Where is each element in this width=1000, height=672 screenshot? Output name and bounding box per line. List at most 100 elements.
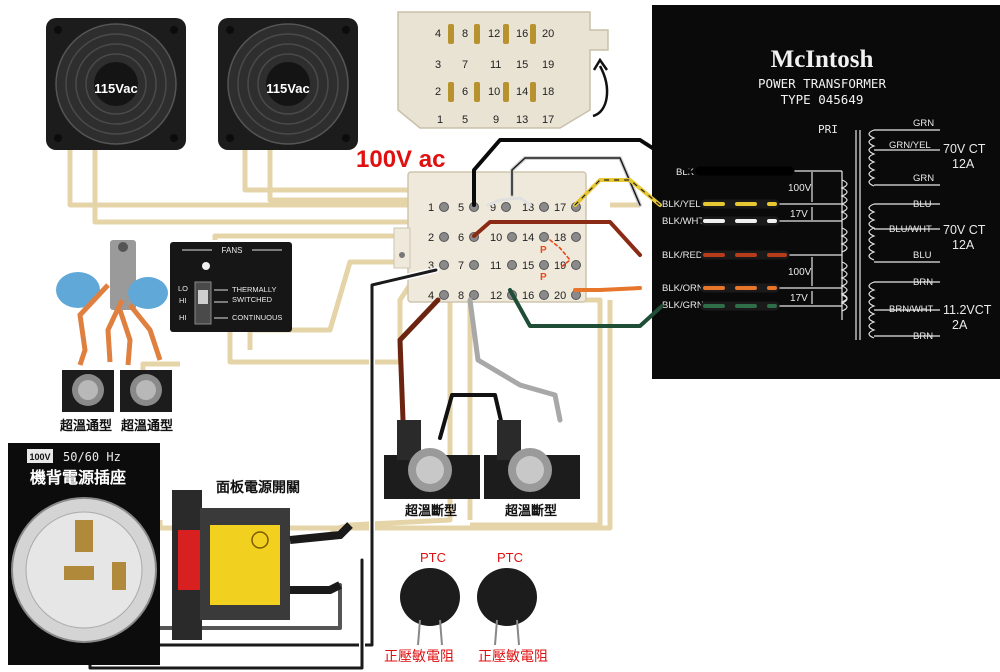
- terminal-pin: [507, 260, 517, 270]
- ptc-left: PTC 正壓敏電阻: [384, 550, 460, 664]
- output-voltage: 11.2VCT: [943, 303, 992, 317]
- terminal-pin: [507, 232, 517, 242]
- terminal-pin: [539, 232, 549, 242]
- terminal-pin-label: 11: [490, 260, 501, 272]
- fan-left: 115Vac: [46, 18, 186, 150]
- tap-label: 17V: [790, 293, 808, 304]
- terminal-pin: [539, 260, 549, 270]
- power-inlet: 100V 50/60 Hz 機背電源插座: [8, 443, 160, 665]
- tap-label: 100V: [788, 267, 812, 278]
- sec-wire-label: GRN: [913, 118, 934, 129]
- terminal-pin-label: 4: [428, 290, 434, 302]
- thermal-reset-right: [120, 370, 172, 412]
- primary-wire-label: BLK/RED: [662, 250, 703, 261]
- output-voltage: 70V CT: [943, 142, 986, 156]
- terminal-pin-label: 1: [428, 202, 434, 214]
- terminal-pin-label: 18: [554, 232, 566, 244]
- inlet-frequency: 50/60 Hz: [63, 450, 121, 464]
- svg-text:15: 15: [516, 59, 528, 71]
- terminal-pin-label: 7: [458, 260, 464, 272]
- ptc-title: PTC: [497, 550, 523, 565]
- switched-label: SWITCHED: [232, 295, 273, 304]
- panel-power-switch[interactable]: [172, 490, 353, 640]
- terminal-pin-label: 12: [490, 290, 502, 302]
- fan-hi-label: HI: [179, 296, 187, 305]
- sec-wire-label: BLU: [913, 199, 932, 210]
- inlet-pin: [64, 566, 94, 580]
- fan-mode-switch-lever[interactable]: [198, 290, 208, 304]
- terminal-pin: [571, 260, 581, 270]
- sec-wire-label: BLU: [913, 250, 932, 261]
- sec-wire-label: GRN: [913, 173, 934, 184]
- ptc-title: PTC: [420, 550, 446, 565]
- sec-wire-label: BRN: [913, 331, 933, 342]
- svg-text:3: 3: [435, 59, 441, 71]
- sec-wire-label: BRN/WHT: [889, 304, 934, 315]
- fan-label: 115Vac: [266, 81, 309, 96]
- terminal-pin-label: 6: [458, 232, 464, 244]
- svg-text:17: 17: [542, 114, 554, 126]
- primary-wire-sleeves: [695, 166, 795, 311]
- inlet-pin: [112, 562, 126, 590]
- terminal-pin-label: 16: [522, 290, 534, 302]
- svg-text:7: 7: [462, 59, 468, 71]
- terminal-pin-label: 8: [458, 290, 464, 302]
- terminal-pin-label: 17: [554, 202, 566, 214]
- terminal-pin-label: 19: [554, 260, 566, 272]
- jumper-mark: P: [540, 245, 547, 256]
- thermal-cutoff-right: [484, 420, 580, 499]
- terminal-pin-label: 20: [554, 290, 566, 302]
- primary-wire-label: BLK/GRN: [662, 300, 704, 311]
- terminal-pin: [439, 260, 449, 270]
- primary-wire-label: BLK/YEL: [662, 199, 701, 210]
- thermal-cutoff-label: 超溫斷型: [505, 503, 557, 518]
- thermal-cutoff-label: 超溫斷型: [405, 503, 457, 518]
- thermal-cutoff-left: [384, 420, 480, 499]
- transformer-panel: McIntosh POWER TRANSFORMER TYPE 045649 P…: [652, 5, 1000, 379]
- output-voltage: 70V CT: [943, 223, 986, 237]
- svg-text:8: 8: [462, 28, 468, 40]
- svg-text:14: 14: [516, 86, 528, 98]
- primary-wire-label: BLK/WHT: [662, 216, 704, 227]
- jumper-mark: P: [540, 272, 547, 283]
- primary-wire-label: BLK: [676, 167, 695, 178]
- fan-switch-title: FANS: [222, 246, 243, 255]
- svg-text:12: 12: [488, 28, 500, 40]
- transformer-title: POWER TRANSFORMER: [758, 76, 886, 91]
- ptc-label: 正壓敏電阻: [478, 648, 548, 664]
- thermal-reset-left: [62, 370, 114, 412]
- terminal-pin: [469, 260, 479, 270]
- secondary-schematic: [868, 129, 940, 339]
- output-current: 12A: [952, 238, 975, 252]
- ptc-label: 正壓敏電阻: [384, 648, 454, 664]
- fan-hi-label: HI: [179, 313, 187, 322]
- fan-label: 115Vac: [94, 81, 137, 96]
- svg-text:20: 20: [542, 28, 554, 40]
- terminal-pin-label: 14: [522, 232, 534, 244]
- terminal-pin: [439, 202, 449, 212]
- svg-text:1: 1: [437, 114, 443, 126]
- inlet-pin: [75, 520, 93, 552]
- output-current: 2A: [952, 318, 968, 332]
- svg-text:19: 19: [542, 59, 554, 71]
- svg-text:4: 4: [435, 28, 441, 40]
- primary-wire-label: BLK/ORN: [662, 283, 704, 294]
- primary-label: PRI: [818, 123, 838, 136]
- sec-wire-label: BLU/WHT: [889, 224, 932, 235]
- tap-label: 100V: [788, 183, 812, 194]
- fan-switch-plate: FANS LO HI HI THERMALLY SWITCHED CONTINU…: [170, 242, 292, 332]
- terminal-pin: [439, 290, 449, 300]
- terminal-pin-label: 15: [522, 260, 534, 272]
- thermal-label: THERMALLY: [232, 285, 276, 294]
- terminal-pin: [501, 202, 511, 212]
- thermal-reset-label: 超溫通型: [121, 418, 173, 433]
- terminal-pin: [539, 202, 549, 212]
- capacitor-assembly: [56, 240, 168, 366]
- terminal-pin-label: 5: [458, 202, 464, 214]
- terminal-pin: [469, 290, 479, 300]
- terminal-pin-label: 2: [428, 232, 434, 244]
- svg-text:2: 2: [435, 86, 441, 98]
